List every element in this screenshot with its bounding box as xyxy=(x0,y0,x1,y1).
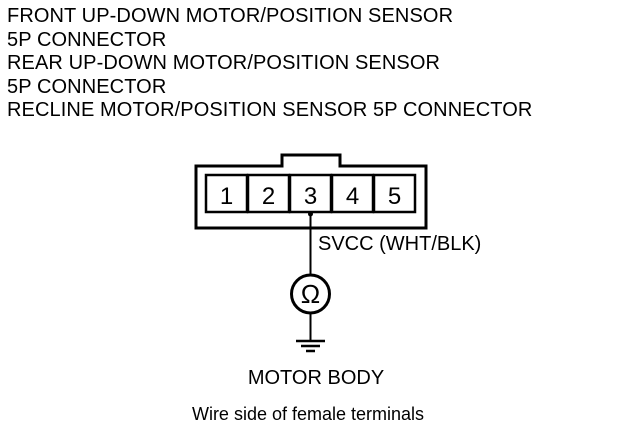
heading-line: RECLINE MOTOR/POSITION SENSOR 5P CONNECT… xyxy=(7,99,533,121)
ground-icon xyxy=(296,339,325,353)
terminal-number: 2 xyxy=(262,183,275,210)
wire-label: SVCC (WHT/BLK) xyxy=(318,233,481,255)
terminal-cavity-5 xyxy=(372,173,417,214)
terminal-cavity-1 xyxy=(204,173,249,214)
caption: Wire side of female terminals xyxy=(192,404,424,424)
heading-line: REAR UP-DOWN MOTOR/POSITION SENSOR xyxy=(7,52,441,74)
terminal-cavities xyxy=(204,173,417,214)
terminal-number: 5 xyxy=(388,183,401,210)
terminal-number: 1 xyxy=(220,183,233,210)
terminal-number: 3 xyxy=(304,183,317,210)
ground-label: MOTOR BODY xyxy=(248,367,384,389)
terminal-number: 4 xyxy=(346,183,359,210)
heading: FRONT UP-DOWN MOTOR/POSITION SENSOR 5P C… xyxy=(7,5,532,123)
heading-line: 5P CONNECTOR xyxy=(7,75,167,98)
ohmmeter-icon: Ω xyxy=(290,273,331,315)
heading-line: 5P CONNECTOR xyxy=(7,28,167,51)
heading-line: FRONT UP-DOWN MOTOR/POSITION SENSOR xyxy=(7,5,454,27)
terminal-cavity-4 xyxy=(330,173,375,214)
ohm-symbol: Ω xyxy=(301,279,320,309)
